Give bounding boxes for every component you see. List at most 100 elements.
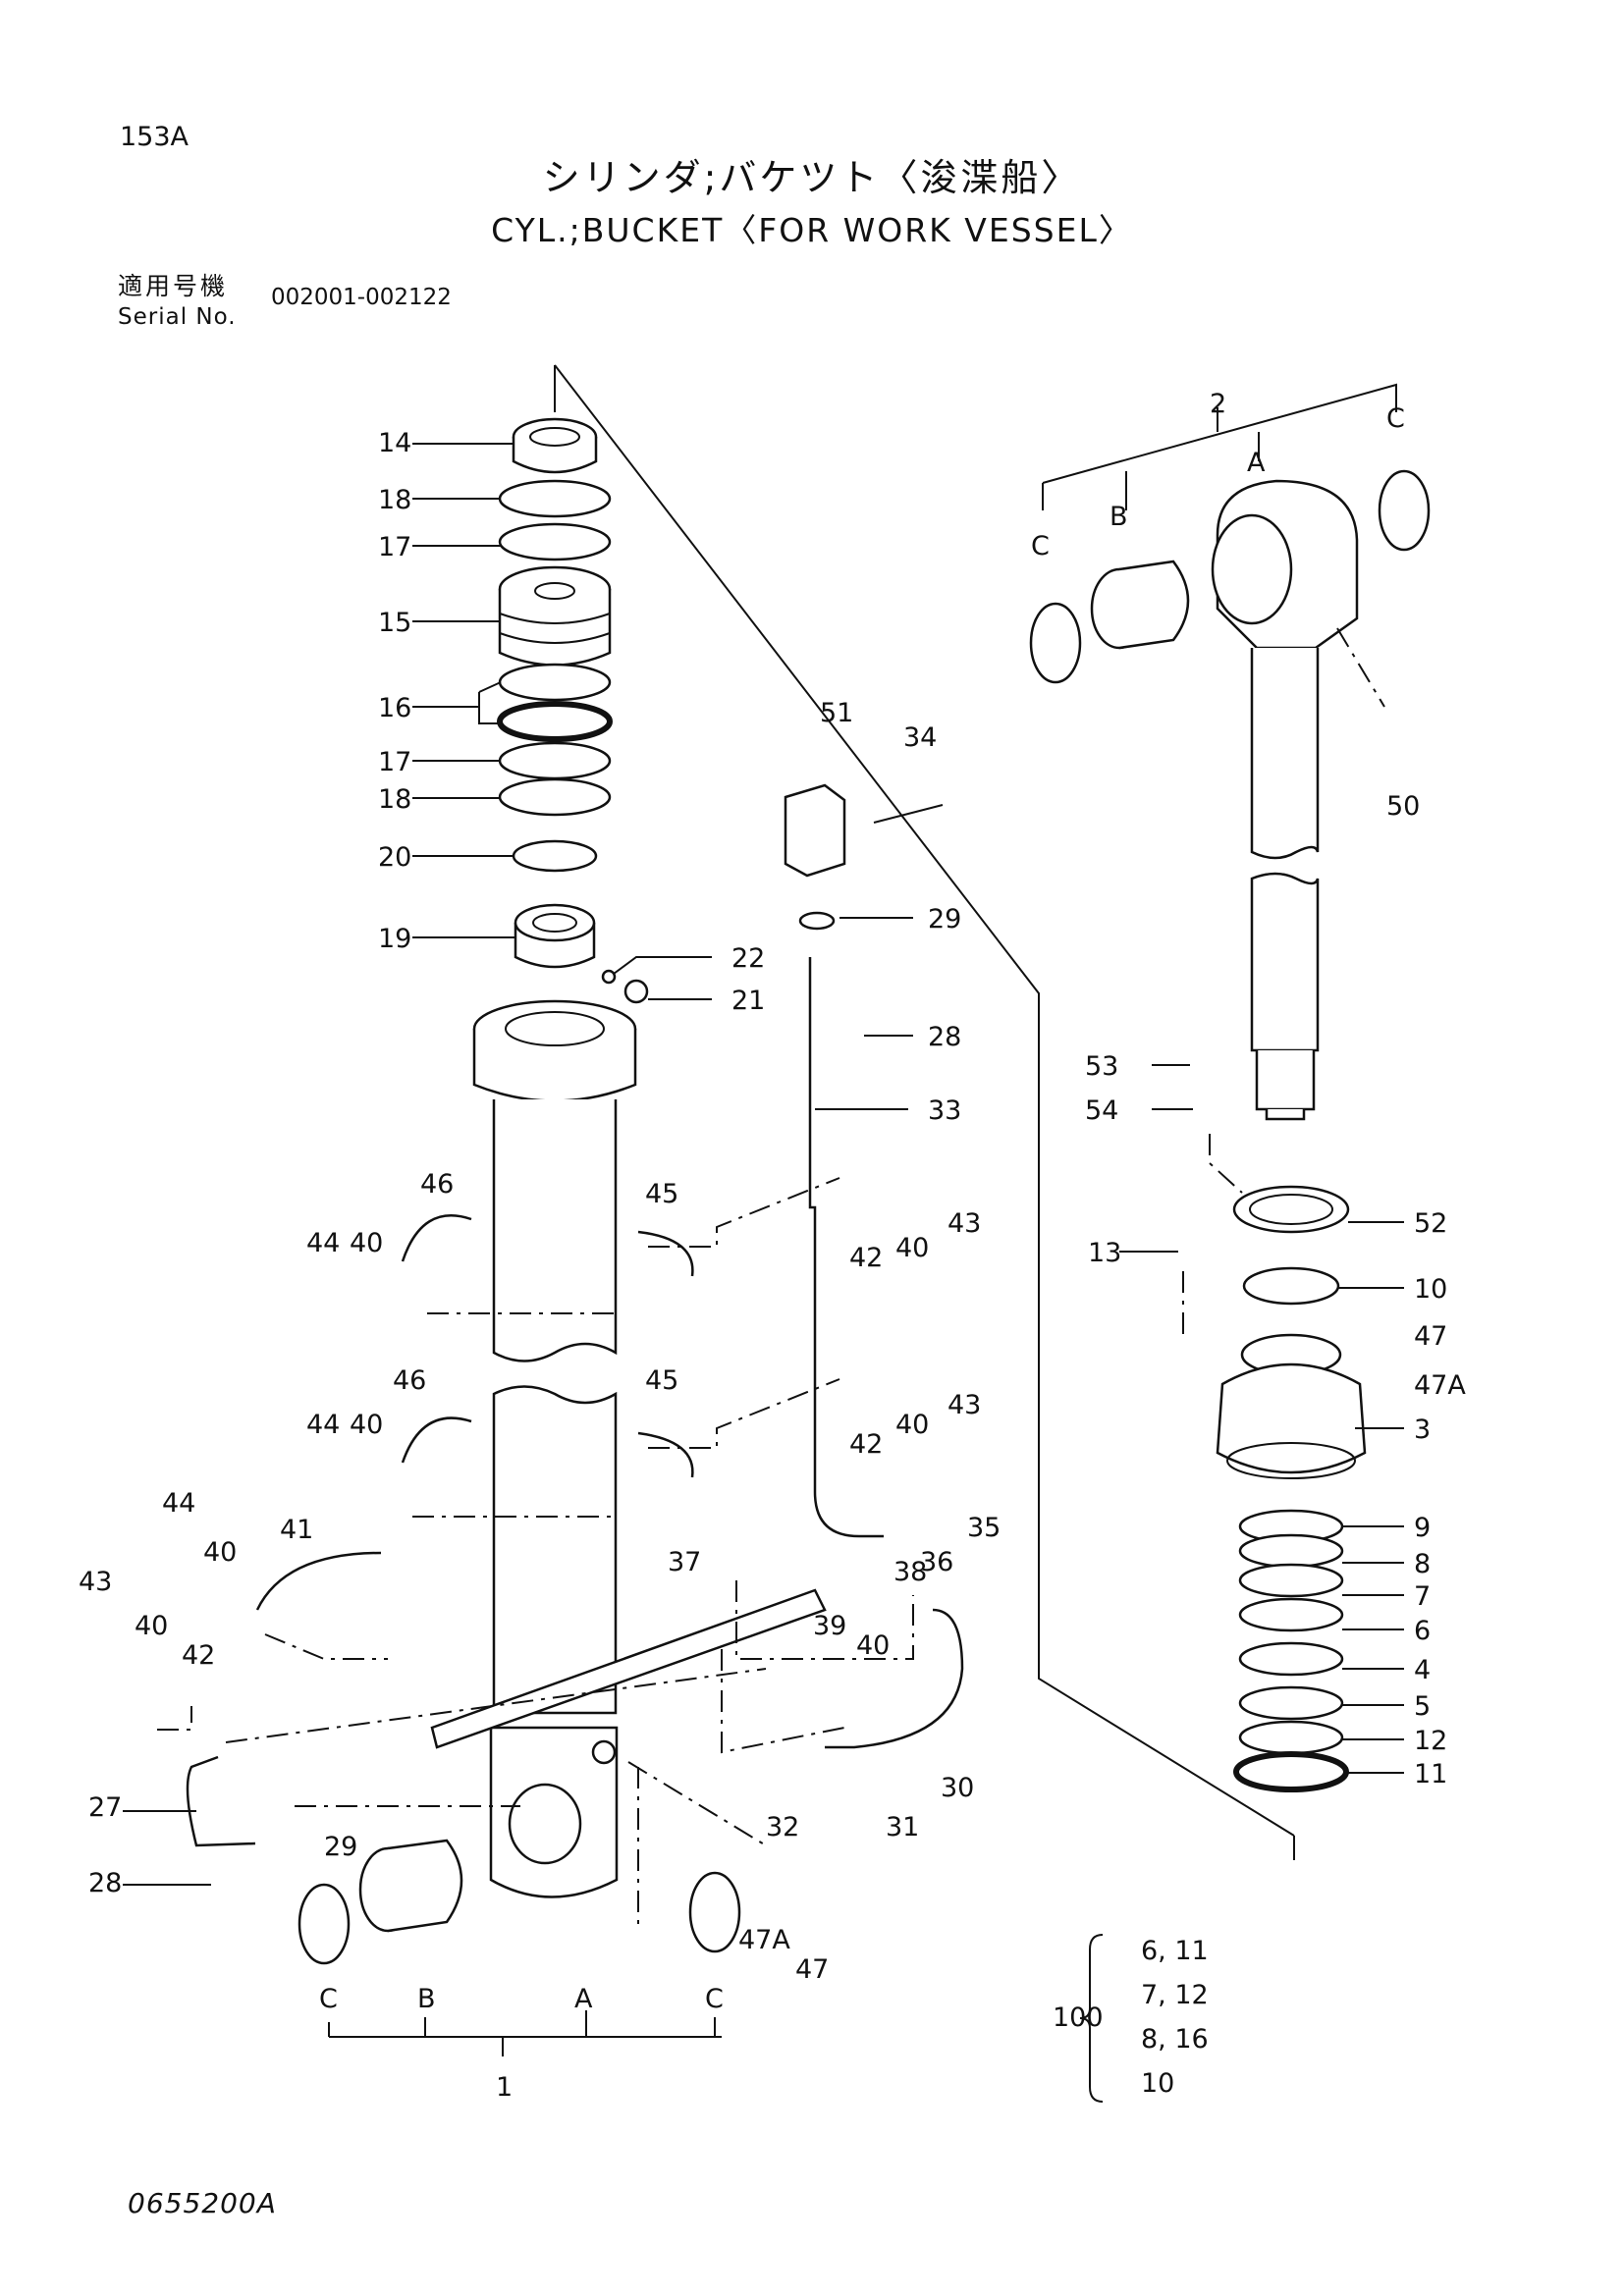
callout-c38: 38 [893,1557,927,1587]
callout-c40e: 40 [203,1537,237,1568]
callout-c5: 5 [1414,1691,1431,1722]
callout-c27: 27 [88,1792,122,1823]
callout-c45b: 45 [645,1365,678,1396]
callout-cAa: A [574,1984,593,2014]
drawing-code: 0655200A [128,2187,277,2219]
callout-c42a: 42 [849,1243,883,1273]
callout-c43a: 43 [947,1208,981,1239]
callout-c17a: 17 [378,532,411,562]
kit-number: 100 [1053,2002,1104,2033]
support-part-37 [430,1588,827,1749]
callout-c52: 52 [1414,1208,1447,1239]
title-japanese: シリンダ;バケツト〈浚渫船〉 [542,156,1082,199]
callout-c11: 11 [1414,1759,1447,1789]
callout-c31: 31 [886,1812,919,1842]
callout-c40a: 40 [350,1228,383,1258]
callout-c6: 6 [1414,1616,1431,1646]
pipe-part-33 [808,957,884,1538]
callout-c1: 1 [496,2072,513,2103]
callout-c44c: 44 [162,1488,195,1519]
callout-cBa: B [417,1984,436,2014]
callout-c47b: 47 [1414,1321,1447,1352]
callout-c42b: 42 [849,1429,883,1460]
assembly-bracket-2 [1042,383,1397,510]
callout-c47Ab: 47A [1414,1370,1466,1401]
kit-brace [1079,1934,1104,2103]
callout-cBb: B [1110,502,1128,532]
kit-item-1: 6, 11 [1141,1936,1209,1966]
callout-c54: 54 [1085,1095,1118,1126]
cylinder-tube-lower [492,1385,618,1715]
callout-c44a: 44 [306,1228,340,1258]
o-ring-part-29-upper [798,911,836,931]
gland-seal-stack [1233,1509,1349,1792]
callout-c22: 22 [731,943,765,974]
callout-c29a: 29 [928,904,961,934]
ring-part-10 [1242,1266,1340,1306]
page-code: 153A [120,122,189,152]
title-english: CYL.;BUCKET〈FOR WORK VESSEL〉 [491,211,1133,249]
callout-c53: 53 [1085,1051,1118,1082]
seal-rings-lower [498,741,612,817]
pipe-part-27 [186,1755,256,1847]
clamp-part-46-upper [401,1214,472,1262]
callout-c29b: 29 [324,1832,357,1862]
callout-c32: 32 [766,1812,799,1842]
callout-c19: 19 [378,924,411,954]
flange-part-52 [1232,1185,1350,1234]
callout-c28b: 28 [88,1868,122,1898]
callout-c46b: 46 [393,1365,426,1396]
callout-c20: 20 [378,842,411,873]
callout-c8: 8 [1414,1549,1431,1579]
callout-c47Aa: 47A [738,1925,790,1955]
callout-c40g: 40 [135,1611,168,1641]
nut-part-19 [514,903,596,969]
callout-c47a: 47 [795,1954,829,1985]
clamp-part-45-upper [637,1230,694,1277]
frame-line-right [554,364,1295,1837]
callout-c36: 36 [920,1547,953,1577]
callout-c17b: 17 [378,747,411,777]
callout-c40c: 40 [350,1410,383,1440]
serial-label-english: Serial No. [118,304,237,330]
callout-c30: 30 [941,1773,974,1803]
piston-part-15 [498,565,612,667]
seal-part-C-upper-right [1378,469,1431,552]
seal-part-C-left [298,1883,351,1965]
callout-c2: 2 [1210,389,1226,419]
callout-c39: 39 [813,1611,846,1641]
callout-cCc: C [1386,403,1405,434]
clamp-part-45-lower [637,1431,694,1478]
rod-eye-A [1211,479,1359,650]
gland-part-3 [1216,1333,1367,1479]
seal-part-C-right [688,1871,741,1953]
callout-c50: 50 [1386,791,1420,822]
washer-part-20 [512,839,598,873]
serial-label-japanese: 適用号機 [118,272,229,300]
cylinder-head-A [489,1726,619,1898]
callout-c42c: 42 [182,1640,215,1671]
callout-c9: 9 [1414,1513,1431,1543]
serial-range: 002001-002122 [271,285,452,310]
callout-c33: 33 [928,1095,961,1126]
callout-c7: 7 [1414,1581,1431,1612]
callout-c40d: 40 [895,1410,929,1440]
kit-item-4: 10 [1141,2068,1175,2099]
callout-c28a: 28 [928,1022,961,1052]
callout-c10: 10 [1414,1274,1447,1305]
piston-ring-part-16 [497,663,613,742]
callout-c13: 13 [1088,1238,1121,1268]
leader-lines [123,443,1404,1886]
bushing-part-B-upper [1090,560,1190,650]
callout-cCd: C [1031,531,1050,561]
rod-cover-part-14 [512,417,598,474]
callout-cCb: C [705,1984,724,2014]
callout-c45a: 45 [645,1179,678,1209]
callout-c12: 12 [1414,1726,1447,1756]
callout-cAb: A [1247,448,1266,478]
callout-c46a: 46 [420,1169,454,1200]
valve-part-51 [784,783,846,878]
seal-part-C-upper-left [1029,602,1082,684]
pipe-part-30 [825,1608,964,1749]
